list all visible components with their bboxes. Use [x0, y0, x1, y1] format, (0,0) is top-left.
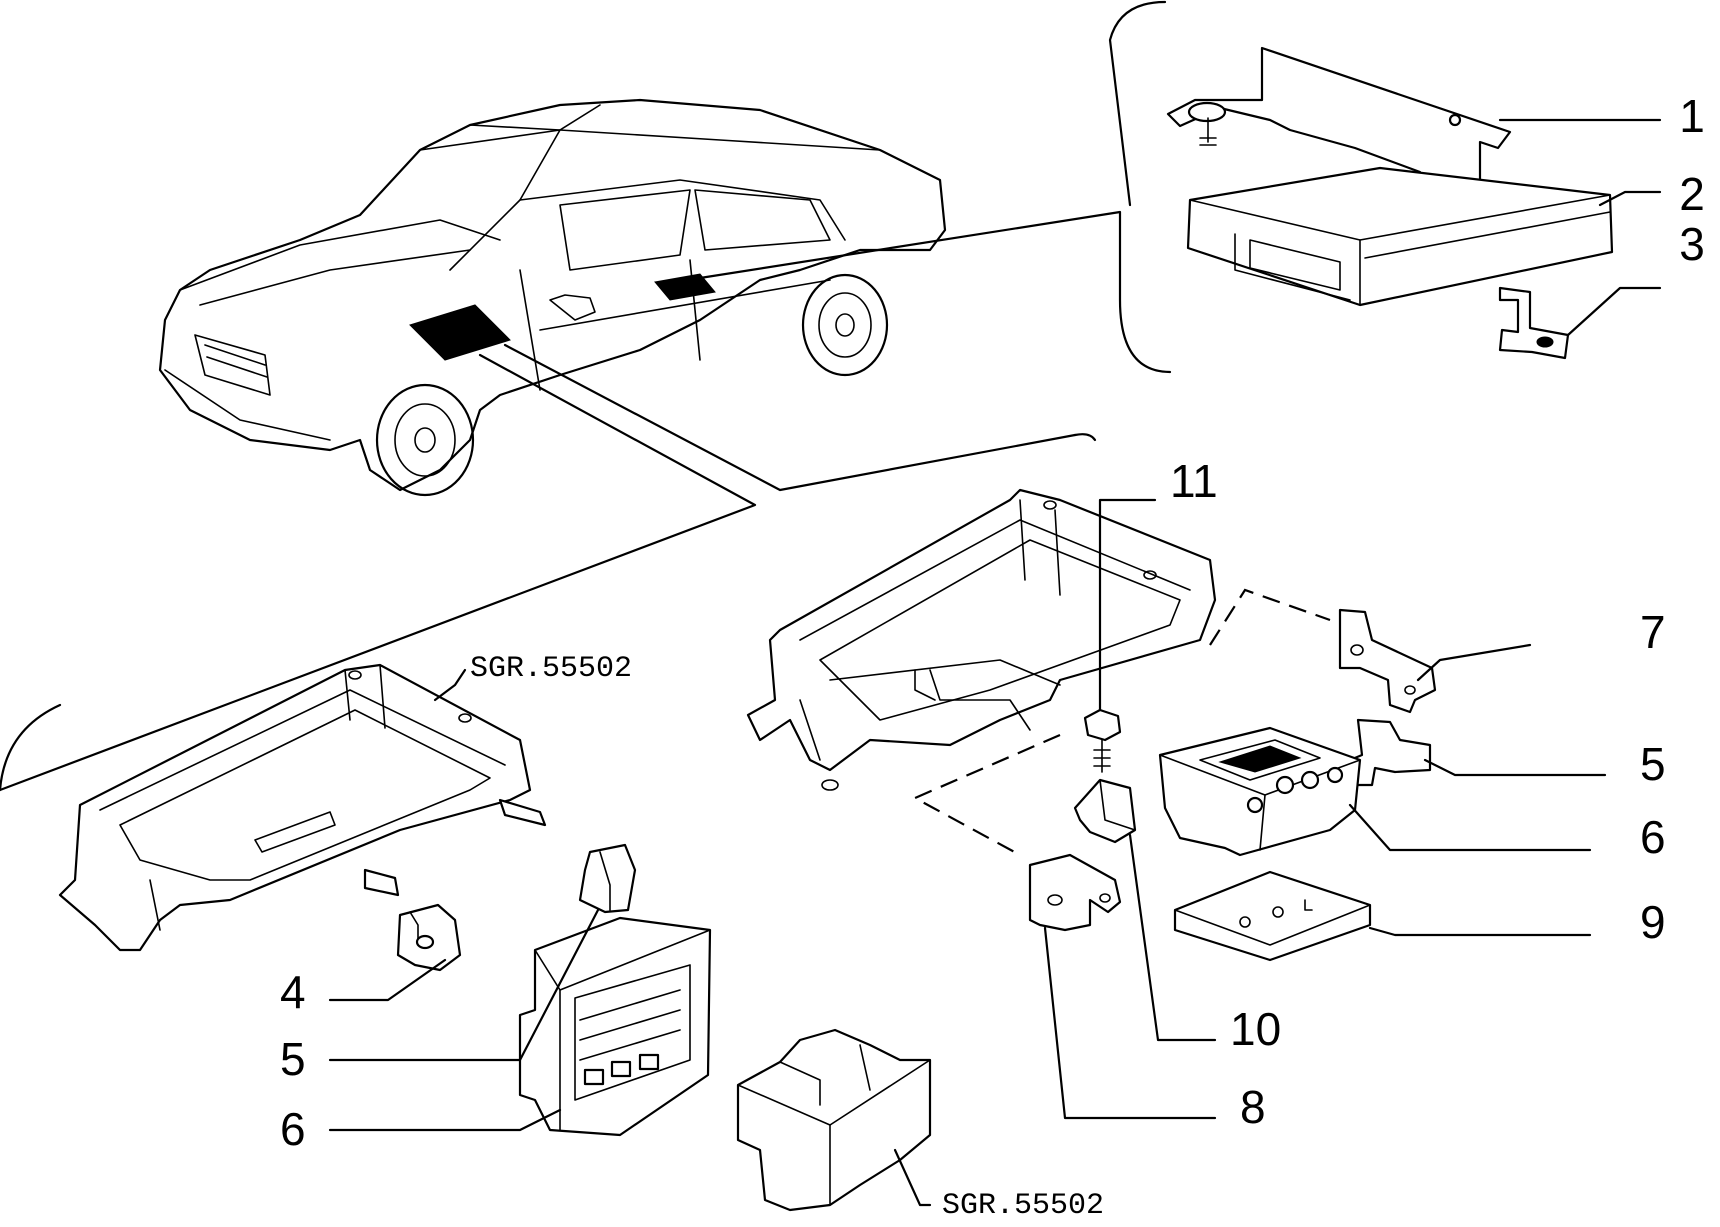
callout-1: 1 [1679, 90, 1705, 142]
ecu-pin-b [610, 1060, 632, 1078]
location-leaders [0, 0, 1172, 792]
ecu-location-front-marker [409, 304, 511, 361]
retaining-clip [1498, 286, 1570, 360]
bracket-8 [1028, 853, 1122, 932]
bracket-hole-top [1448, 113, 1462, 127]
callout-leaders [328, 118, 1662, 1207]
screw-11-head [1083, 708, 1122, 742]
control-unit-6-right [1158, 726, 1362, 857]
bracket-stud-left [1199, 117, 1217, 146]
right-assembly [746, 488, 1437, 962]
upper-inset [1166, 46, 1614, 360]
callout-8: 8 [1240, 1081, 1266, 1133]
bracket-7 [1338, 608, 1437, 714]
clip-5-right [1348, 718, 1432, 787]
callout-9: 9 [1640, 896, 1666, 948]
screw-11-thread [1093, 739, 1111, 773]
callout-7: 7 [1640, 606, 1666, 658]
ecu-connector-black [1218, 745, 1302, 773]
reference-sgr-top: SGR.55502 [470, 652, 632, 686]
ecu-pin-a [583, 1068, 605, 1086]
stud-left [363, 868, 400, 897]
bracket-hole-left [1187, 101, 1227, 123]
callout-6-right: 6 [1640, 811, 1666, 863]
callout-2: 2 [1679, 168, 1705, 220]
callout-10: 10 [1230, 1003, 1281, 1055]
callout-11: 11 [1170, 455, 1218, 507]
ecu-location-door-marker [654, 273, 716, 301]
control-unit-box [1186, 166, 1614, 307]
callout-4: 4 [280, 966, 306, 1018]
tray-frame-left [58, 663, 532, 952]
callout-5-right: 5 [1640, 738, 1666, 790]
callout-labels: 1 2 3 11 7 5 6 9 10 8 4 5 6 SGR.55502 SG… [280, 90, 1705, 1223]
ecu-pin-c [638, 1053, 660, 1071]
stud-right [498, 798, 547, 827]
protective-cover [736, 1028, 932, 1212]
left-assembly [58, 663, 932, 1212]
callout-6-left: 6 [280, 1103, 306, 1155]
car-illustration [158, 98, 947, 497]
callout-3: 3 [1679, 218, 1705, 270]
control-unit-6-left [518, 916, 712, 1137]
tray-frame [746, 488, 1217, 772]
cover-plate-9 [1173, 870, 1372, 962]
callout-5-left: 5 [280, 1033, 306, 1085]
reference-sgr-bottom: SGR.55502 [942, 1189, 1104, 1223]
clip-10 [1073, 778, 1137, 844]
